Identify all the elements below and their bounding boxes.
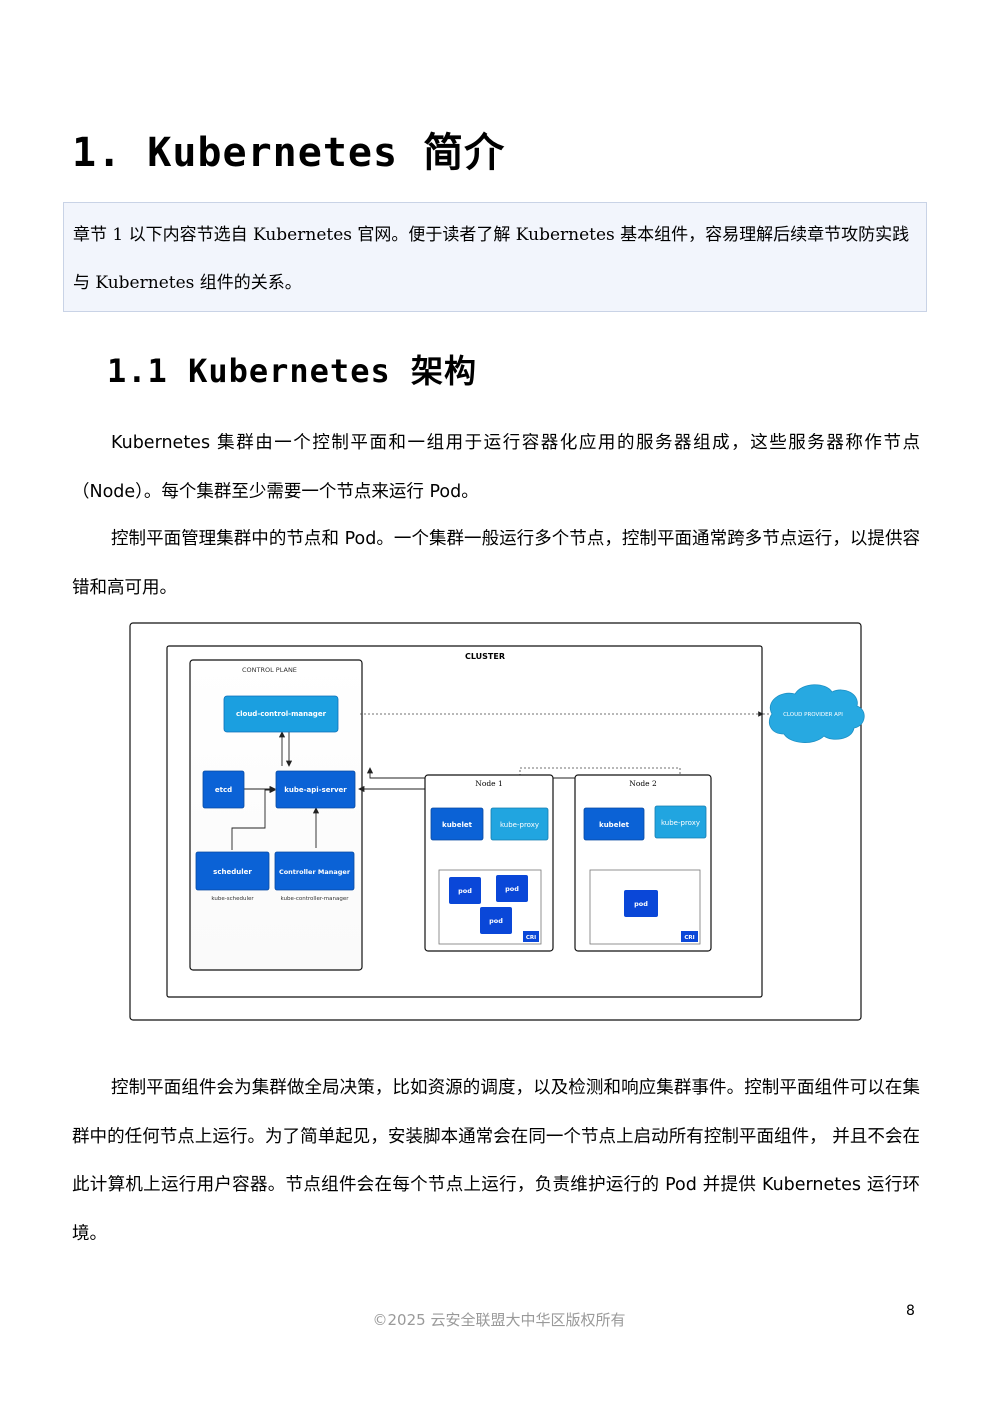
section-title: 1. Kubernetes 简介 [72,130,506,176]
node1-pod-2-label: pod [505,885,519,893]
node1-pod-1 [449,877,481,904]
node1-kube-proxy-label: kube-proxy [500,821,539,829]
node1-pod-3 [480,907,512,934]
controller-manager-box [274,851,355,891]
cloud-controller-manager-label: cloud-control-manager [236,710,327,718]
node1-label: Node 1 [475,779,502,788]
paragraph-components: 控制平面组件会为集群做全局决策，比如资源的调度，以及检测和响应集群事件。控制平面… [72,1078,920,1244]
node2-kube-proxy-label: kube-proxy [661,819,700,827]
node2-label: Node 2 [629,779,657,788]
node2-pod-1-label: pod [634,900,648,908]
node2-cri-label: CRI [684,935,694,941]
scheduler-box [195,851,270,891]
copyright-footer: ©2025 云安全联盟大中华区版权所有 [372,1311,626,1329]
node1-kube-proxy-box [490,807,549,841]
node2-pod-1 [624,890,658,917]
control-plane-label: CONTROL PLANE [242,666,297,674]
subsection-title: 1.1 Kubernetes 架构 [107,352,477,390]
node2-kubelet-box [583,807,645,841]
cloud-provider-icon [768,684,865,743]
kubernetes-architecture-diagram: CLUSTER CONTROL PLANE cloud-control-mana… [129,622,865,1021]
node1-kubelet-box [430,807,484,841]
node2-kubelet-label: kubelet [599,821,630,829]
controller-manager-label: Controller Manager [279,868,351,876]
etcd-box [202,770,245,809]
node1-pod-3-label: pod [489,917,503,925]
node1-pod-1-label: pod [458,887,472,895]
node1-cri-badge [523,931,539,942]
paragraph-cluster-intro: Kubernetes 集群由一个控制平面和一组用于运行容器化应用的服务器组成，这… [72,433,920,502]
control-plane-box [189,659,363,971]
paragraph-control-plane: 控制平面管理集群中的节点和 Pod。一个集群一般运行多个节点，控制平面通常跨多节… [72,529,920,598]
node1-pod-2 [496,875,528,902]
kube-api-server-box [275,770,356,809]
controller-manager-caption: kube-controller-manager [281,896,350,902]
excerpt-note-text: 章节 1 以下内容节选自 Kubernetes 官网。便于读者了解 Kubern… [73,225,910,293]
cloud-controller-manager-box [223,695,339,733]
kube-api-server-label: kube-api-server [284,786,347,794]
cluster-label: CLUSTER [465,652,505,661]
page-number: 8 [906,1303,915,1319]
scheduler-label: scheduler [213,868,252,876]
node2-cri-badge [681,931,698,942]
etcd-label: etcd [215,786,232,794]
node2-kube-proxy-box [654,805,707,839]
node1-kubelet-label: kubelet [442,821,473,829]
excerpt-note-box: 章节 1 以下内容节选自 Kubernetes 官网。便于读者了解 Kubern… [63,202,927,312]
node1-cri-label: CRI [526,935,536,941]
scheduler-caption: kube-scheduler [211,896,254,902]
cloud-provider-label: CLOUD PROVIDER API [783,712,843,718]
